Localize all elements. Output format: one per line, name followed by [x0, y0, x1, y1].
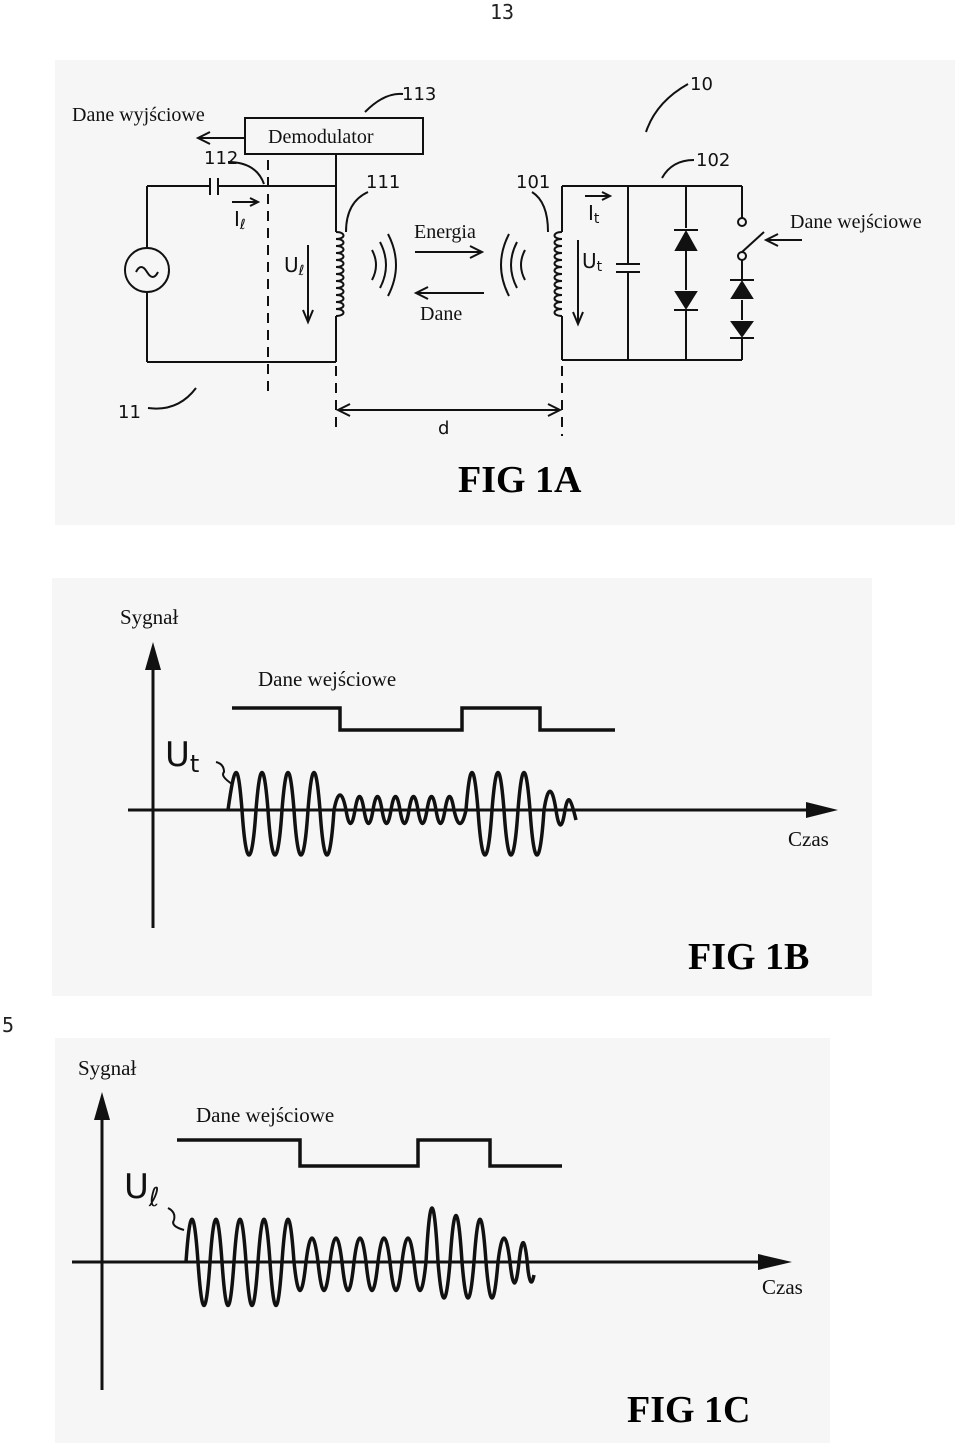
fig-1a-title: FIG 1A: [458, 459, 582, 501]
ref-102: 102: [696, 150, 730, 171]
demodulator-label: Demodulator: [268, 126, 374, 148]
ref-10: 10: [690, 74, 713, 95]
fig-1b-signal-label: Ut: [165, 735, 199, 778]
ref-111: 111: [366, 172, 400, 193]
ref-101: 101: [516, 172, 550, 193]
fig-1b-x-label: Czas: [788, 827, 829, 851]
fig-1b-title: FIG 1B: [688, 936, 810, 978]
distance-label: d: [438, 418, 449, 439]
fig-1a-circuit: Dane wyjściowe Demodulator Energia Dane …: [72, 74, 922, 439]
ref-113: 113: [402, 84, 436, 105]
fig-1b-y-label: Sygnał: [120, 605, 179, 629]
fig-1c-y-label: Sygnał: [78, 1056, 137, 1080]
voltage-ut-label: Ut: [582, 249, 603, 275]
ut-signal-waveform: [226, 771, 578, 857]
energy-label: Energia: [414, 221, 476, 243]
data-out-label: Dane wyjściowe: [72, 104, 205, 126]
fig-1c-data-label: Dane wejściowe: [196, 1103, 334, 1127]
data-in-label: Dane wejściowe: [790, 211, 922, 233]
fig-1c-panel: [55, 1038, 830, 1443]
fig-1c-chart: Sygnał Czas Dane wejściowe Uℓ: [72, 1056, 803, 1390]
demodulator-box: [244, 117, 424, 155]
fig-1b-chart: Sygnał Czas Dane wejściowe Ut: [120, 605, 838, 928]
data-in-waveform: [232, 706, 615, 732]
fig-1c-x-label: Czas: [762, 1275, 803, 1299]
fig-1b-panel: [52, 578, 872, 996]
ref-112: 112: [204, 148, 238, 169]
fig-1c-title: FIG 1C: [627, 1389, 751, 1431]
voltage-ul-label: Uℓ: [284, 253, 304, 279]
ref-11: 11: [118, 402, 141, 423]
current-il-label: Iℓ: [234, 207, 246, 233]
current-it-label: It: [588, 201, 600, 227]
data-label: Dane: [420, 303, 462, 325]
page-number: 13: [490, 0, 515, 24]
data-in-waveform: [177, 1138, 562, 1168]
line-number: 5: [2, 1013, 15, 1037]
fig-1c-signal-label: Uℓ: [124, 1167, 160, 1213]
fig-1b-data-label: Dane wejściowe: [258, 667, 396, 691]
ul-signal-waveform: [184, 1206, 536, 1307]
